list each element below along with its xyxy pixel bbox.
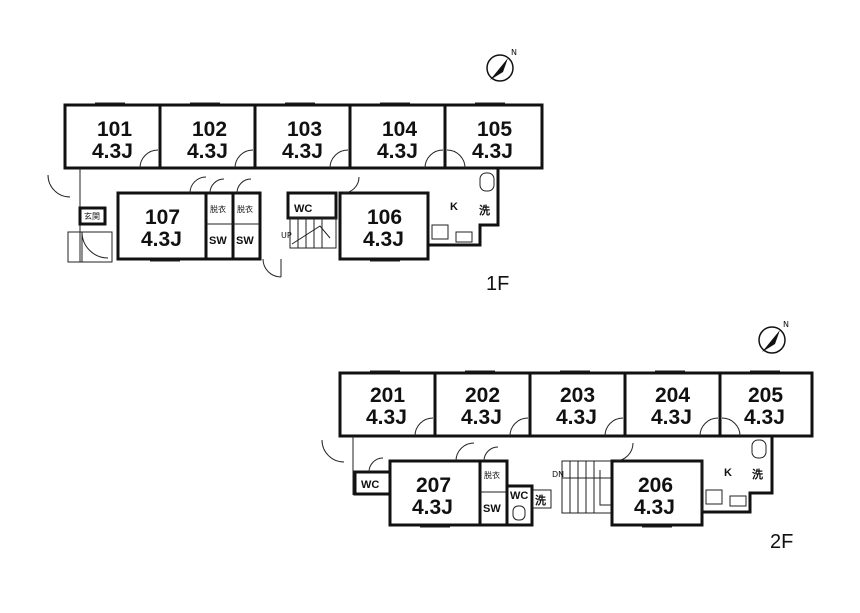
room-203-size: 4.3J [556, 406, 597, 429]
room-102-size: 4.3J [187, 140, 228, 163]
up-label: UP [281, 231, 292, 240]
room-101-number: 101 [97, 118, 132, 141]
dressing-label-2: 脱衣 [237, 204, 253, 214]
room-107-size: 4.3J [141, 228, 182, 251]
shower-label-2f: SW [483, 503, 501, 515]
room-205-size: 4.3J [744, 406, 785, 429]
laundry-label-1f: 洗 [479, 203, 490, 217]
bath-1-wall [204, 191, 235, 261]
room-105-size: 4.3J [472, 140, 513, 163]
wc-label-2f-left: WC [361, 479, 379, 491]
room-201-number: 201 [370, 384, 405, 407]
compass-label-1f: N [511, 48, 517, 57]
entrance-label: 玄関 [84, 211, 100, 221]
dressing-label-1: 脱衣 [210, 204, 226, 214]
room-204-size: 4.3J [651, 406, 692, 429]
kitchen-label-2f: K [724, 467, 732, 479]
down-label: DN [552, 470, 564, 479]
entrance-wall [78, 206, 107, 226]
laundry-label-2f-2: 洗 [752, 467, 763, 481]
dressing-label-2f: 脱衣 [484, 470, 500, 480]
room-101-size: 4.3J [92, 140, 133, 163]
room-102-number: 102 [192, 118, 227, 141]
floor-1-plan [47, 102, 544, 278]
room-206-size: 4.3J [634, 496, 675, 519]
wc-label-2f-right: WC [510, 490, 528, 502]
kitchen-label-1f: K [450, 201, 458, 213]
room-205-number: 205 [748, 384, 783, 407]
room-202-size: 4.3J [461, 406, 502, 429]
room-103-number: 103 [287, 118, 322, 141]
bath-2-wall [231, 191, 262, 261]
wc-2f-right-wall [505, 484, 534, 527]
room-207-number: 207 [416, 474, 451, 497]
room-105-wall [443, 103, 544, 170]
compass-icon-2f: N [758, 320, 789, 354]
shower-label-2: SW [236, 235, 254, 247]
room-104-number: 104 [382, 118, 417, 141]
floor-2-label: 2F [770, 531, 793, 553]
room-106-number: 106 [367, 206, 402, 229]
room-105-number: 105 [477, 118, 512, 141]
room-106-size: 4.3J [363, 228, 404, 251]
room-206-number: 206 [638, 474, 673, 497]
compass-label-2f: N [783, 320, 789, 329]
room-106-wall [338, 191, 430, 261]
floor-2-plan [321, 370, 814, 528]
laundry-label-2f-1: 洗 [535, 493, 546, 507]
room-203-number: 203 [560, 384, 595, 407]
compass-icon-1f: N [486, 48, 517, 82]
wc-label-1f: WC [294, 203, 312, 215]
room-202-number: 202 [465, 384, 500, 407]
room-103-size: 4.3J [282, 140, 323, 163]
room-205-wall [718, 371, 814, 438]
room-204-number: 204 [655, 384, 690, 407]
room-104-size: 4.3J [377, 140, 418, 163]
room-207-size: 4.3J [412, 496, 453, 519]
floor-1-label: 1F [486, 273, 509, 295]
room-107-number: 107 [145, 206, 180, 229]
shower-label-1: SW [209, 235, 227, 247]
room-201-size: 4.3J [366, 406, 407, 429]
